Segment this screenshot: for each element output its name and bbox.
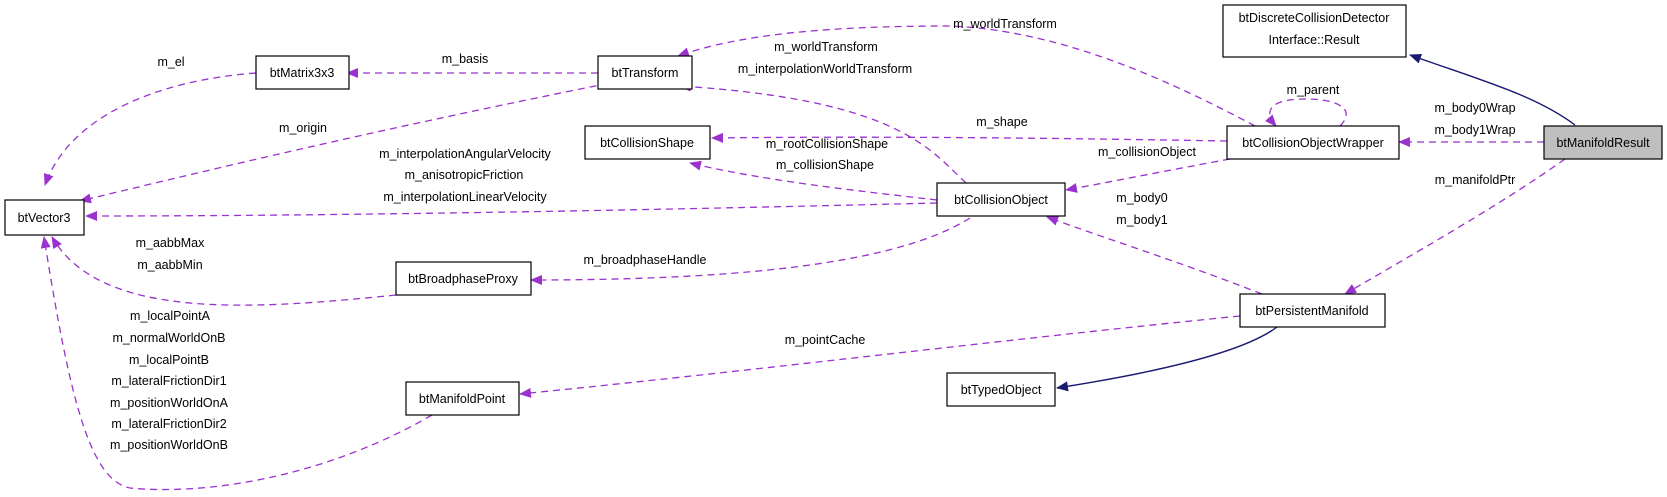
- edge-label: m_normalWorldOnB: [112, 331, 225, 345]
- edge-label: m_collisionShape: [776, 158, 874, 172]
- node-label: btCollisionObjectWrapper: [1242, 136, 1384, 150]
- edge-label: m_interpolationWorldTransform: [738, 62, 912, 76]
- edge-object-vector3: [85, 202, 938, 221]
- node-label: btBroadphaseProxy: [408, 272, 519, 286]
- edge-label: m_manifoldPtr: [1435, 173, 1516, 187]
- edge-manifold-bodies: [1046, 216, 1263, 295]
- node-btVector3[interactable]: btVector3: [4, 199, 85, 236]
- node-label-line1: btDiscreteCollisionDetector: [1239, 11, 1390, 25]
- node-label-line2: Interface::Result: [1268, 33, 1360, 47]
- node-label: btPersistentManifold: [1255, 304, 1368, 318]
- edge-inherit-result: [1409, 53, 1576, 126]
- edge-label: m_pointCache: [785, 333, 866, 347]
- edge-wrapper-shape: [711, 132, 1228, 143]
- node-btCollisionObject[interactable]: btCollisionObject: [936, 182, 1066, 217]
- edge-inherit-typedobject: [1056, 326, 1278, 392]
- edge-matrix-el: [44, 72, 257, 186]
- edge-label: m_positionWorldOnB: [110, 438, 228, 452]
- edge-label: m_lateralFrictionDir2: [111, 417, 226, 431]
- edge-label: m_collisionObject: [1098, 145, 1196, 159]
- edge-object-transforms: [679, 81, 967, 184]
- node-label: btVector3: [18, 211, 71, 225]
- edge-label: m_worldTransform: [953, 17, 1057, 31]
- edge-label: m_interpolationLinearVelocity: [383, 190, 547, 204]
- node-btCollisionShape[interactable]: btCollisionShape: [584, 125, 711, 160]
- node-btManifoldResult[interactable]: btManifoldResult: [1543, 125, 1663, 160]
- node-btPersistentManifold[interactable]: btPersistentManifold: [1239, 293, 1386, 328]
- edge-label: m_origin: [279, 121, 327, 135]
- node-label: btCollisionObject: [954, 193, 1048, 207]
- node-label: btTransform: [612, 66, 679, 80]
- edge-label: m_body1: [1116, 213, 1167, 227]
- edge-label: m_rootCollisionShape: [766, 137, 888, 151]
- node-btTransform[interactable]: btTransform: [597, 55, 693, 90]
- node-btManifoldPoint[interactable]: btManifoldPoint: [405, 381, 520, 416]
- node-label: btManifoldPoint: [419, 392, 506, 406]
- edge-wrapper-collisionobject: [1065, 158, 1231, 193]
- edge-manifold-ptr: [1344, 158, 1566, 295]
- edge-label: m_parent: [1287, 83, 1340, 97]
- edge-label: m_body1Wrap: [1434, 123, 1515, 137]
- edge-point-cache: [519, 315, 1241, 398]
- node-label: btTypedObject: [961, 383, 1042, 397]
- edge-label: m_broadphaseHandle: [583, 253, 706, 267]
- edge-parent-self: [1264, 98, 1347, 127]
- edge-label: m_aabbMin: [137, 258, 202, 272]
- node-btMatrix3x3[interactable]: btMatrix3x3: [255, 55, 350, 90]
- edge-label: m_lateralFrictionDir1: [111, 374, 226, 388]
- node-btCollisionObjectWrapper[interactable]: btCollisionObjectWrapper: [1226, 125, 1400, 160]
- edge-label: m_el: [157, 55, 184, 69]
- edge-label: m_localPointB: [129, 353, 209, 367]
- edge-label: m_shape: [976, 115, 1027, 129]
- edge-wrapper-worldtransform: [677, 25, 1256, 127]
- edge-label: m_basis: [442, 52, 489, 66]
- node-btBroadphaseProxy[interactable]: btBroadphaseProxy: [395, 261, 532, 296]
- edge-label: m_body0: [1116, 191, 1167, 205]
- edge-label: m_anisotropicFriction: [405, 168, 524, 182]
- edge-transform-origin: [79, 80, 621, 204]
- edge-broadphase-aabb: [51, 236, 397, 306]
- edge-manifoldpoint-vector3: [40, 236, 433, 491]
- node-label: btManifoldResult: [1556, 136, 1650, 150]
- edge-label: m_worldTransform: [774, 40, 878, 54]
- node-btTypedObject[interactable]: btTypedObject: [946, 372, 1056, 407]
- edge-label: m_aabbMax: [136, 236, 206, 250]
- edge-label: m_positionWorldOnA: [110, 396, 229, 410]
- edge-label: m_body0Wrap: [1434, 101, 1515, 115]
- edge-label: m_localPointA: [130, 309, 211, 323]
- edge-label: m_interpolationAngularVelocity: [379, 147, 551, 161]
- edge-object-shapes: [689, 160, 938, 201]
- node-btDiscreteCollisionDetectorInterfaceResult[interactable]: btDiscreteCollisionDetector Interface::R…: [1222, 4, 1407, 58]
- node-label: btCollisionShape: [600, 136, 694, 150]
- edge-object-broadphase: [530, 217, 971, 285]
- node-label: btMatrix3x3: [270, 66, 335, 80]
